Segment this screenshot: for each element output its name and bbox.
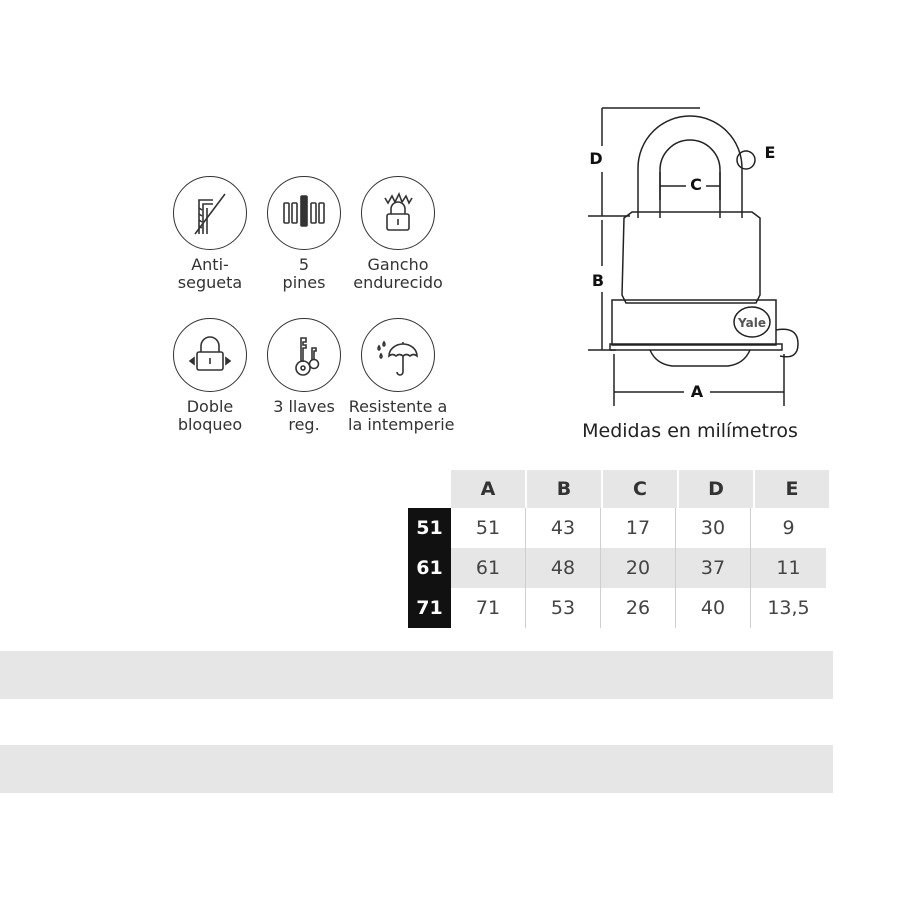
feature-circle — [173, 318, 247, 392]
table-cell: 43 — [526, 508, 601, 548]
brand-badge — [733, 306, 771, 338]
table-row: 61 61 48 20 37 11 — [408, 548, 831, 588]
label-D: D — [589, 149, 602, 168]
feature-label: Resistente a la intemperie — [348, 397, 455, 434]
model-label: 61 — [408, 548, 451, 588]
table-cell: 37 — [676, 548, 751, 588]
table-row: 71 71 53 26 40 13,5 — [408, 588, 831, 628]
label-C: C — [690, 175, 702, 194]
feature-hardened-shackle: Gancho endurecido — [348, 176, 448, 292]
table-cell: 71 — [451, 588, 526, 628]
diagram-caption: Medidas en milímetros — [582, 420, 798, 442]
hacksaw-icon — [194, 193, 226, 235]
keys-icon — [295, 337, 320, 376]
label-E: E — [765, 143, 776, 162]
column-header: C — [603, 470, 677, 508]
padlock-body — [621, 211, 761, 304]
feature-circle — [361, 318, 435, 392]
column-header: D — [679, 470, 753, 508]
feature-label: Doble bloqueo — [177, 397, 243, 434]
table-cell: 30 — [676, 508, 751, 548]
table-cell: 26 — [601, 588, 676, 628]
label-B: B — [592, 271, 604, 290]
feature-circle — [361, 176, 435, 250]
feature-circle — [267, 176, 341, 250]
dimensions-table: A B C D E 51 51 43 17 30 9 61 61 48 20 3… — [408, 470, 831, 628]
hardened-shackle-icon — [384, 192, 413, 231]
table-cell: 53 — [526, 588, 601, 628]
decorative-band — [0, 651, 833, 699]
feature-weather-resistant: Resistente a la intemperie — [348, 318, 455, 434]
table-cell: 40 — [676, 588, 751, 628]
table-cell: 51 — [451, 508, 526, 548]
table-header: A B C D E — [451, 470, 831, 508]
shackle-diameter-marker — [736, 150, 756, 170]
feature-label: 5 pines — [282, 255, 326, 292]
feature-double-locking: Doble bloqueo — [160, 318, 260, 434]
table-cell: 17 — [601, 508, 676, 548]
model-label: 51 — [408, 508, 451, 548]
label-A: A — [691, 382, 704, 401]
shackle — [637, 115, 743, 218]
feature-pins: 5 pines — [254, 176, 354, 292]
shackle-inner — [659, 139, 721, 218]
double-locking-icon — [188, 336, 232, 371]
decorative-band — [0, 745, 833, 793]
feature-circle — [267, 318, 341, 392]
umbrella-rain-icon — [377, 340, 418, 376]
model-label: 71 — [408, 588, 451, 628]
column-header: E — [755, 470, 829, 508]
table-cell: 48 — [526, 548, 601, 588]
table-cell: 61 — [451, 548, 526, 588]
feature-anti-hacksaw: Anti- segueta — [160, 176, 260, 292]
padlock-dimension-diagram: Yale D B C E A — [588, 107, 799, 406]
feature-label: Gancho endurecido — [353, 255, 443, 292]
pins-icon — [283, 195, 325, 227]
table-cell: 13,5 — [767, 597, 810, 619]
table-cell: 11 — [751, 548, 826, 588]
table-cell: 9 — [782, 517, 795, 539]
feature-circle — [173, 176, 247, 250]
table-cell: 20 — [601, 548, 676, 588]
column-header: A — [451, 470, 525, 508]
feature-keys: 3 llaves reg. — [254, 318, 354, 434]
feature-label: Anti- segueta — [177, 255, 243, 292]
feature-label: 3 llaves reg. — [273, 397, 335, 434]
table-row: 51 51 43 17 30 9 — [408, 508, 831, 548]
column-header: B — [527, 470, 601, 508]
brand-logo-text: Yale — [737, 316, 766, 330]
